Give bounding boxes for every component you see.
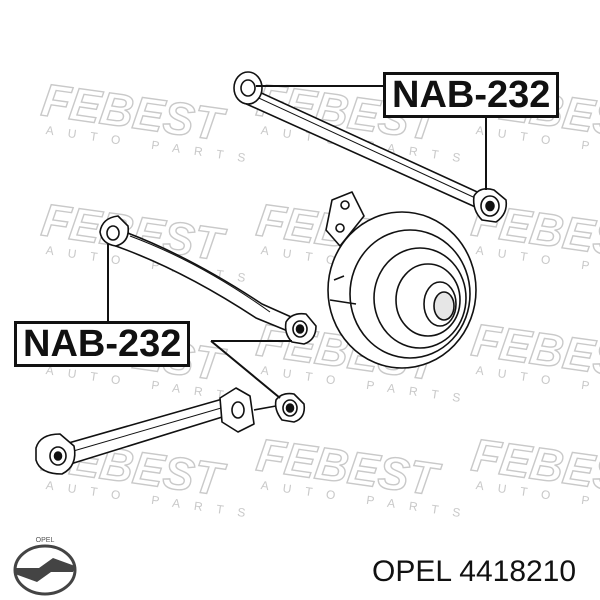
part-number-callout-left: NAB-232 (14, 321, 191, 367)
wheel-hub (325, 191, 477, 369)
bushing-top-left (233, 71, 263, 105)
opel-logo-wordmark: OPEL (36, 537, 55, 544)
bushing-bottom-right (274, 392, 306, 423)
leader-lines (107, 85, 487, 399)
bushing-middle-left (99, 215, 130, 247)
bushing-middle-right (284, 312, 317, 345)
bushing-bottom-left (35, 433, 76, 475)
leader-left-down (210, 340, 281, 399)
bracket-bottom-middle (219, 387, 255, 433)
bushing-top-right (472, 188, 508, 223)
lower-lateral-link (35, 387, 306, 475)
lower-control-arm (99, 215, 317, 345)
part-number-callout-top: NAB-232 (383, 72, 560, 118)
upper-control-arm (233, 71, 508, 223)
part-reference: OPEL 4418210 (372, 555, 577, 588)
opel-logo-icon: OPEL (13, 537, 77, 596)
